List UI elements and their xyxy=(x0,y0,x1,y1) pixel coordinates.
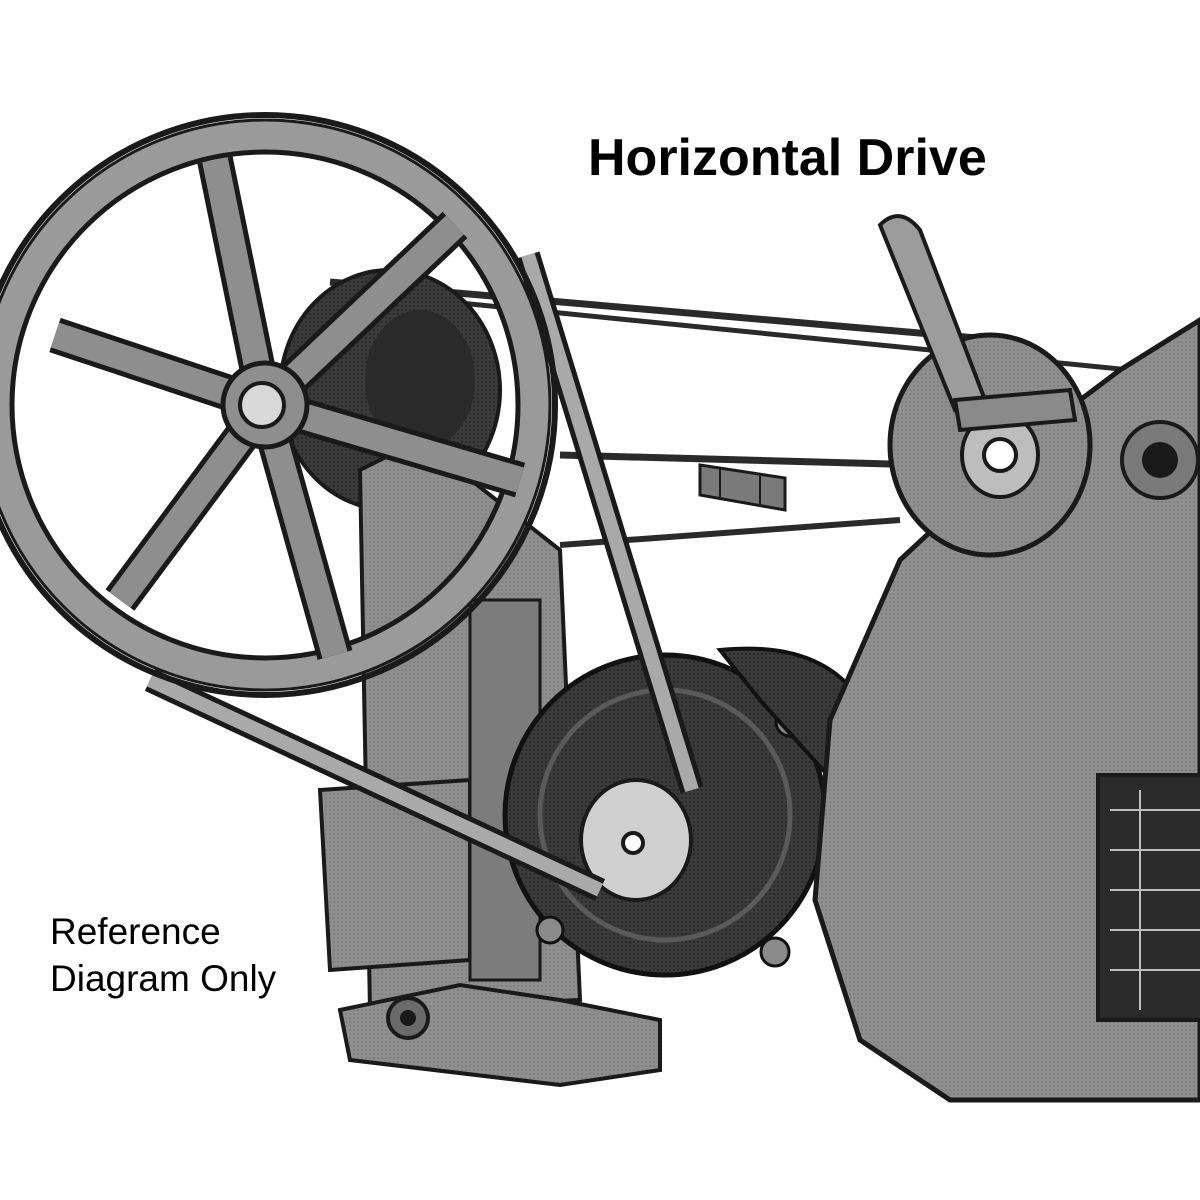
diagram-title: Horizontal Drive xyxy=(588,129,987,187)
turnbuckle xyxy=(698,463,787,512)
reference-note-line-1: Reference xyxy=(50,911,221,952)
large-pulley xyxy=(0,112,558,698)
tension-lever xyxy=(877,214,1078,433)
reference-note-line-2: Diagram Only xyxy=(50,958,277,999)
reference-note: Reference Diagram Only xyxy=(50,908,276,1002)
motor-pulley xyxy=(579,778,693,902)
countershaft-pulley xyxy=(887,332,1093,558)
v-belt xyxy=(144,251,704,901)
machine-housing xyxy=(812,317,1200,1103)
